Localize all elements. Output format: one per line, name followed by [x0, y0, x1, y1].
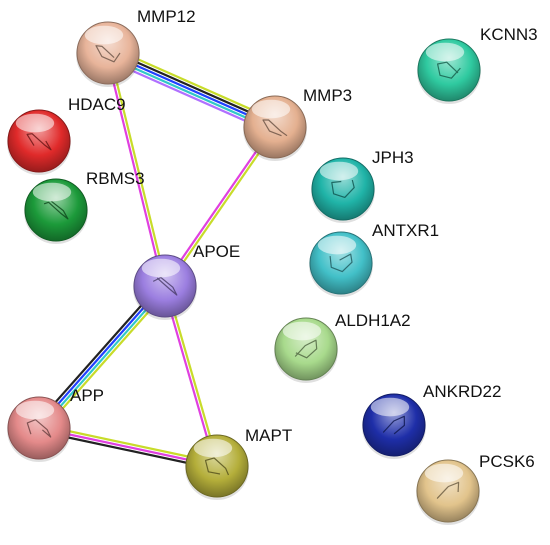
edge-evidence-line	[162, 125, 275, 286]
edge-evidence-line	[41, 288, 170, 432]
node-label: ANTXR1	[372, 221, 439, 240]
edge-evidence-line	[108, 52, 168, 286]
node-pcsk6[interactable]: PCSK6	[416, 452, 535, 525]
protein-structure-icon	[204, 457, 230, 476]
node-mmp3[interactable]: MMP3	[243, 86, 352, 161]
node-label: MMP12	[137, 7, 196, 26]
node-highlight	[32, 182, 72, 202]
node-rbms3[interactable]: RBMS3	[24, 169, 145, 244]
node-highlight	[141, 258, 181, 278]
protein-structure-icon	[43, 200, 69, 220]
node-label: JPH3	[372, 148, 414, 167]
edge-evidence-line	[34, 282, 163, 426]
node-highlight	[193, 438, 233, 458]
protein-structure-icon	[329, 253, 353, 273]
node-label: APOE	[193, 242, 240, 261]
node-kcnn3[interactable]: KCNN3	[417, 25, 538, 104]
protein-structure-icon	[26, 419, 52, 438]
node-highlight	[282, 321, 322, 341]
node-highlight	[370, 397, 410, 417]
edge-mmp12-apoe[interactable]	[105, 52, 168, 287]
node-apoe[interactable]: APOE	[133, 242, 240, 320]
node-highlight	[319, 161, 359, 181]
protein-structure-icon	[95, 45, 121, 63]
node-label: APP	[70, 386, 104, 405]
edge-mmp3-apoe[interactable]	[162, 125, 278, 288]
node-mapt[interactable]: MAPT	[185, 426, 292, 500]
node-aldh1a2[interactable]: ALDH1A2	[274, 311, 411, 383]
edge-evidence-line	[36, 284, 165, 428]
protein-structure-icon	[436, 481, 460, 499]
edge-apoe-app[interactable]	[34, 282, 170, 432]
node-highlight	[425, 42, 465, 62]
node-highlight	[424, 463, 464, 483]
edge-evidence-line	[165, 127, 278, 288]
node-highlight	[317, 235, 357, 255]
node-ankrd22[interactable]: ANKRD22	[362, 382, 501, 459]
node-label: KCNN3	[480, 25, 538, 44]
edge-evidence-line	[39, 286, 168, 430]
node-label: MAPT	[245, 426, 292, 445]
node-label: PCSK6	[479, 452, 535, 471]
node-mmp12[interactable]: MMP12	[76, 7, 196, 87]
node-jph3[interactable]: JPH3	[311, 148, 414, 223]
node-app[interactable]: APP	[7, 386, 104, 462]
node-antxr1[interactable]: ANTXR1	[309, 221, 439, 297]
protein-structure-icon	[152, 276, 178, 296]
protein-structure-icon	[26, 133, 52, 151]
node-label: ALDH1A2	[335, 311, 411, 330]
node-highlight	[251, 99, 291, 119]
protein-structure-icon	[382, 415, 405, 435]
protein-structure-icon	[437, 61, 461, 79]
protein-structure-icon	[294, 339, 318, 359]
protein-structure-icon	[331, 179, 355, 198]
node-label: RBMS3	[86, 169, 145, 188]
edge-evidence-line	[105, 53, 165, 287]
node-label: HDAC9	[68, 95, 126, 114]
node-label: MMP3	[303, 86, 352, 105]
node-highlight	[84, 25, 124, 45]
node-hdac9[interactable]: HDAC9	[7, 95, 126, 175]
node-highlight	[15, 400, 55, 420]
protein-structure-icon	[262, 119, 288, 137]
node-highlight	[15, 113, 55, 133]
node-label: ANKRD22	[423, 382, 501, 401]
